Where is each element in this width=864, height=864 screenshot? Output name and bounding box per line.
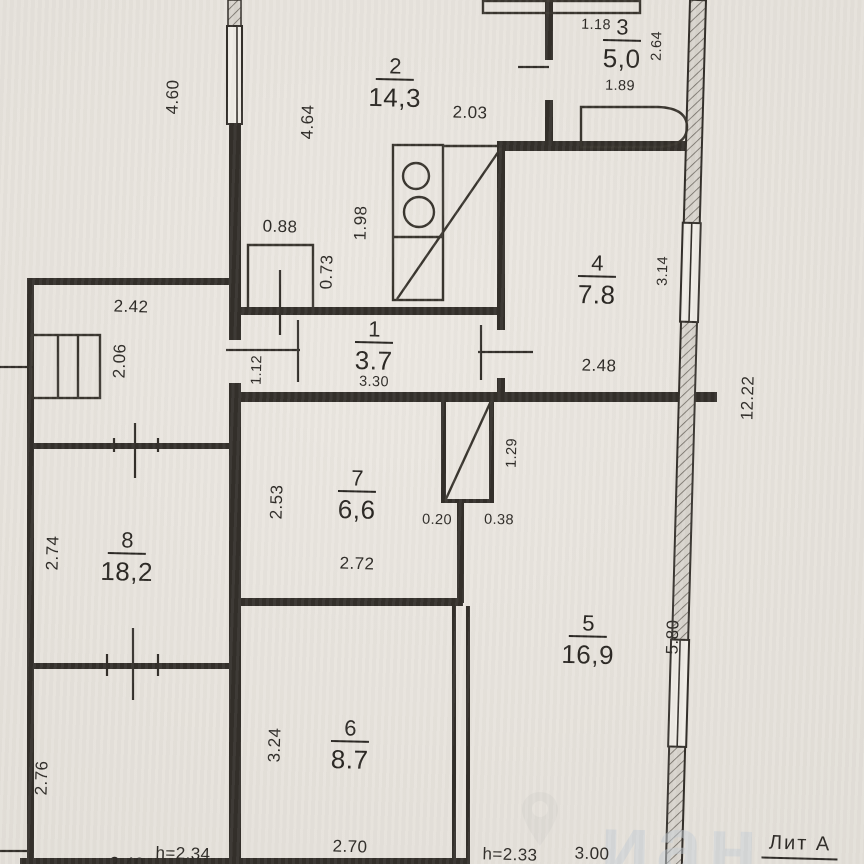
dim-stub-left: 0.20 [421,511,453,529]
bathtub-icon [579,105,689,149]
dim-room6-bottom: 2.70 [332,836,368,857]
room-area: 8.7 [330,744,369,775]
dim-ext-right: 12.22 [737,375,758,421]
room-area: 18,2 [100,555,154,588]
room-label-7: 7 6,6 [337,465,377,526]
dim-room3-top: 1.18 [580,16,612,34]
dim-room7-bottom: 2.72 [339,553,375,574]
liter-label: Лит А [761,831,839,861]
dim-ext-left-top: 4.60 [162,79,183,115]
height-note-right: h=2.33 [482,844,538,864]
door-openings [0,65,549,853]
dim-hall-width: 3.30 [358,373,390,391]
room-area: 5,0 [602,43,641,74]
window-east-lower [667,638,691,748]
room-number: 4 [577,250,617,278]
window-west [226,25,243,125]
dim-stub-right: 0.38 [483,511,515,529]
dim-niche-width: 0.88 [262,216,298,237]
door-porch-hall [226,320,300,382]
dim-room2-height: 4.64 [297,104,318,140]
dim-room3-right: 2.64 [648,30,666,62]
watermark: иан [599,799,765,864]
dim-annex3-bottom: 2.40 [109,853,145,864]
dim-room5-bottom: 3.00 [574,843,610,864]
dim-room4-bottom: 2.48 [581,355,617,376]
door-annex-porch [112,423,160,478]
dim-niche-height: 0.73 [316,254,337,290]
closet-diagonal [443,400,493,502]
fixtures [30,0,689,502]
dim-room7-left: 2.53 [266,484,287,520]
room-label-5: 5 16,9 [561,610,615,671]
kitchen-diagonal [396,147,502,300]
east-outer-wall [664,0,708,864]
room-label-1: 1 3.7 [354,316,394,377]
dim-porch-height: 2.06 [109,343,130,379]
room-number: 8 [107,527,147,555]
dim-room3-bottom: 1.89 [604,77,636,95]
dim-room5-right: 5.80 [662,619,683,655]
stove-icon [391,143,445,302]
dim-room6-left: 3.24 [264,727,285,763]
room-area: 7.8 [577,279,616,310]
dim-room4-right: 3.14 [654,255,672,287]
room-number: 6 [330,715,370,743]
room-label-8: 8 18,2 [100,527,154,588]
height-note-left: h=2.34 [155,843,211,864]
dim-room8-left: 2.74 [42,535,63,571]
room-area: 16,9 [561,638,615,671]
room-label-6: 6 8.7 [330,715,370,776]
watermark-pin-icon [522,792,558,846]
room-area: 3.7 [354,345,393,376]
dim-kitchen-right: 1.98 [350,205,371,241]
room-area: 14,3 [368,81,422,114]
room-number: 5 [568,610,608,638]
sink-icon [481,0,642,15]
dim-room2-width: 2.03 [452,102,488,123]
room-label-2: 2 14,3 [368,53,422,114]
dim-closet-right: 1.29 [503,437,521,469]
window-east-upper [678,221,702,324]
niche-outline [246,243,315,307]
room-area: 6,6 [337,494,376,525]
room-number: 2 [375,53,415,81]
door-room8-annex3 [105,628,160,700]
room-number: 1 [354,316,394,344]
annex-walls [20,278,470,864]
dim-hall-left: 1.12 [248,354,266,386]
dim-porch-width: 2.42 [113,296,149,317]
room-number: 7 [337,465,377,493]
west-wall [226,0,243,864]
room-label-4: 4 7.8 [577,250,617,311]
door-hall-room4 [478,325,533,380]
furnace-icon [30,333,102,400]
dim-annex3-left: 2.76 [31,760,52,796]
